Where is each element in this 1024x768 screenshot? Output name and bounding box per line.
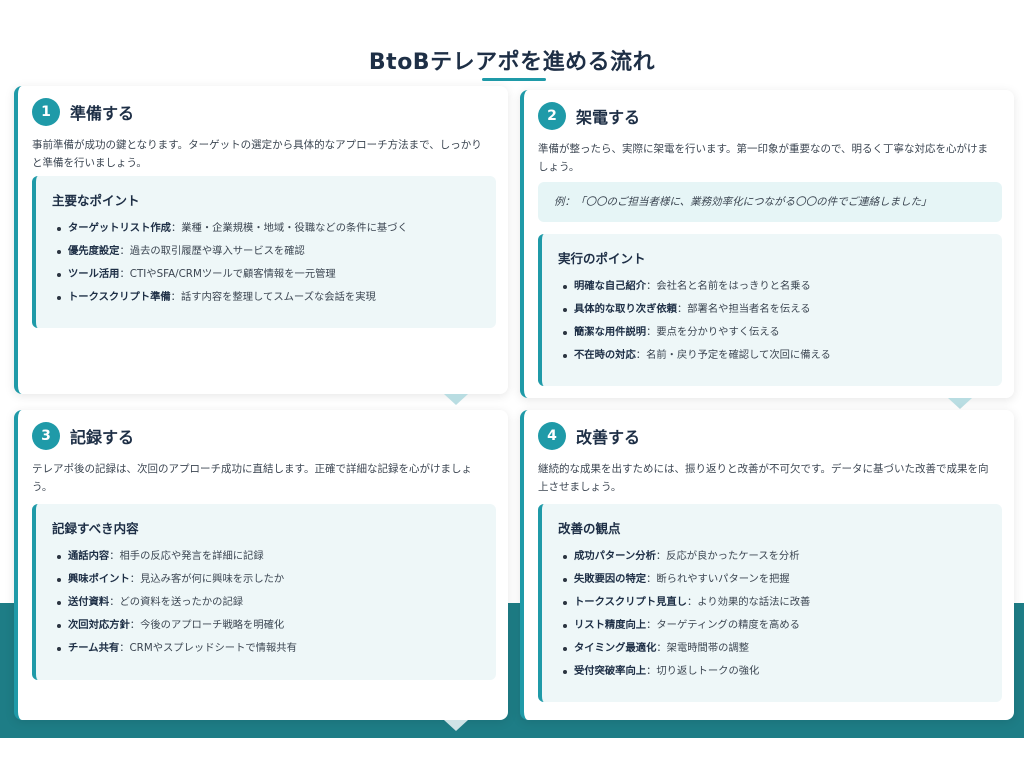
point-key: 簡潔な用件説明	[574, 326, 647, 338]
key-points-box: 改善の観点 成功パターン分析：反応が良かったケースを分析 失敗要因の特定：断られ…	[538, 504, 1002, 702]
key-points-box: 主要なポイント ターゲットリスト作成：業種・企業規模・地域・役職などの条件に基づ…	[32, 176, 496, 328]
step-title: 改善する	[576, 428, 641, 447]
list-item: 受付突破率向上：切り返しトークの強化	[558, 660, 986, 683]
point-key: 次回対応方針	[68, 619, 130, 631]
list-item: トークスクリプト見直し：より効果的な話法に改善	[558, 591, 986, 614]
point-key: 成功パターン分析	[574, 550, 656, 562]
step-card-record: 3 記録する テレアポ後の記録は、次回のアプローチ成功に直結します。正確で詳細な…	[14, 410, 508, 720]
step-arrow-down	[444, 394, 468, 405]
point-text: ：要点を分かりやすく伝える	[646, 326, 780, 338]
list-item: 興味ポイント：見込み客が何に興味を示したか	[52, 568, 480, 591]
list-item: 簡潔な用件説明：要点を分かりやすく伝える	[558, 321, 986, 344]
step-card-improve: 4 改善する 継続的な成果を出すためには、振り返りと改善が不可欠です。データに基…	[520, 410, 1014, 720]
list-item: チーム共有：CRMやスプレッドシートで情報共有	[52, 637, 480, 660]
step-header: 3 記録する	[32, 422, 134, 450]
point-key: 優先度設定	[68, 245, 120, 257]
list-item: 具体的な取り次ぎ依頼：部署名や担当者名を伝える	[558, 298, 986, 321]
step-description: テレアポ後の記録は、次回のアプローチ成功に直結します。正確で詳細な記録を心がけま…	[32, 463, 472, 493]
step-number-badge: 1	[32, 98, 60, 126]
step-header: 1 準備する	[32, 98, 134, 126]
point-text: ：CRMやスプレッドシートで情報共有	[119, 642, 297, 654]
step-description: 継続的な成果を出すためには、振り返りと改善が不可欠です。データに基づいた改善で成…	[538, 463, 989, 493]
point-key: リスト精度向上	[574, 619, 647, 631]
point-text: ：過去の取引履歴や導入サービスを確認	[119, 245, 305, 257]
step-header: 2 架電する	[538, 102, 640, 130]
point-text: ：CTIやSFA/CRMツールで顧客情報を一元管理	[119, 268, 336, 280]
point-text: ：見込み客が何に興味を示したか	[129, 573, 285, 585]
point-key: チーム共有	[68, 642, 120, 654]
step-header: 4 改善する	[538, 422, 640, 450]
point-text: ：どの資料を送ったかの記録	[109, 596, 244, 608]
point-key: トークスクリプト準備	[68, 291, 171, 303]
points-list: 成功パターン分析：反応が良かったケースを分析 失敗要因の特定：断られやすいパター…	[558, 545, 986, 683]
point-key: 興味ポイント	[68, 573, 130, 585]
point-key: タイミング最適化	[574, 642, 657, 654]
step-number-badge: 3	[32, 422, 60, 450]
title-underline	[482, 78, 546, 81]
points-list: 通話内容：相手の反応や発言を詳細に記録 興味ポイント：見込み客が何に興味を示した…	[52, 545, 480, 660]
step-title: 準備する	[70, 104, 135, 123]
example-script: 例：「〇〇のご担当者様に、業務効率化につながる〇〇の件でご連絡しました」	[538, 182, 1002, 222]
point-key: ターゲットリスト作成	[68, 222, 171, 234]
step-description: 準備が整ったら、実際に架電を行います。第一印象が重要なので、明るく丁寧な対応を心…	[538, 143, 989, 173]
list-item: リスト精度向上：ターゲティングの精度を高める	[558, 614, 986, 637]
point-text: ：部署名や担当者名を伝える	[676, 303, 811, 315]
point-key: 失敗要因の特定	[574, 573, 647, 585]
list-item: ツール活用：CTIやSFA/CRMツールで顧客情報を一元管理	[52, 263, 480, 286]
list-item: ターゲットリスト作成：業種・企業規模・地域・役職などの条件に基づく	[52, 217, 480, 240]
list-item: 失敗要因の特定：断られやすいパターンを把握	[558, 568, 986, 591]
point-key: 受付突破率向上	[574, 665, 647, 677]
point-key: 不在時の対応	[574, 349, 636, 361]
points-list: 明確な自己紹介：会社名と名前をはっきりと名乗る 具体的な取り次ぎ依頼：部署名や担…	[558, 275, 986, 367]
page-title: BtoBテレアポを進める流れ	[368, 50, 656, 75]
list-item: 送付資料：どの資料を送ったかの記録	[52, 591, 480, 614]
step-description: 事前準備が成功の鍵となります。ターゲットの選定から具体的なアプローチ方法まで、し…	[32, 139, 482, 169]
list-item: 不在時の対応：名前・戻り予定を確認して次回に備える	[558, 344, 986, 367]
point-text: ：話す内容を整理してスムーズな会話を実現	[170, 291, 376, 303]
point-text: ：相手の反応や発言を詳細に記録	[109, 550, 264, 562]
step-number-badge: 4	[538, 422, 566, 450]
points-box-title: 記録すべき内容	[52, 521, 139, 536]
point-text: ：会社名と名前をはっきりと名乗る	[646, 280, 811, 292]
points-box-title: 実行のポイント	[558, 251, 646, 266]
key-points-box: 実行のポイント 明確な自己紹介：会社名と名前をはっきりと名乗る 具体的な取り次ぎ…	[538, 234, 1002, 386]
point-key: ツール活用	[68, 268, 120, 280]
point-key: 送付資料	[68, 596, 110, 608]
point-text: ：より効果的な話法に改善	[686, 596, 811, 608]
point-key: 具体的な取り次ぎ依頼	[574, 303, 677, 315]
point-text: ：業種・企業規模・地域・役職などの条件に基づく	[170, 222, 408, 234]
list-item: 成功パターン分析：反応が良かったケースを分析	[558, 545, 986, 568]
list-item: 通話内容：相手の反応や発言を詳細に記録	[52, 545, 480, 568]
list-item: 明確な自己紹介：会社名と名前をはっきりと名乗る	[558, 275, 986, 298]
point-text: ：断られやすいパターンを把握	[646, 573, 790, 585]
step-card-prepare: 1 準備する 事前準備が成功の鍵となります。ターゲットの選定から具体的なアプロー…	[14, 86, 508, 394]
point-text: ：切り返しトークの強化	[646, 665, 760, 677]
points-box-title: 改善の観点	[558, 521, 621, 536]
step-arrow-down	[444, 720, 468, 731]
list-item: タイミング最適化：架電時間帯の調整	[558, 637, 986, 660]
points-list: ターゲットリスト作成：業種・企業規模・地域・役職などの条件に基づく 優先度設定：…	[52, 217, 480, 309]
points-box-title: 主要なポイント	[52, 193, 140, 208]
point-text: ：反応が良かったケースを分析	[655, 550, 800, 562]
point-key: 明確な自己紹介	[574, 280, 647, 292]
list-item: トークスクリプト準備：話す内容を整理してスムーズな会話を実現	[52, 286, 480, 309]
step-title: 記録する	[70, 428, 135, 447]
point-text: ：今後のアプローチ戦略を明確化	[129, 619, 285, 631]
point-text: ：ターゲティングの精度を高める	[646, 619, 800, 631]
point-text: ：名前・戻り予定を確認して次回に備える	[635, 349, 831, 361]
list-item: 優先度設定：過去の取引履歴や導入サービスを確認	[52, 240, 480, 263]
step-card-call: 2 架電する 準備が整ったら、実際に架電を行います。第一印象が重要なので、明るく…	[520, 90, 1014, 398]
key-points-box: 記録すべき内容 通話内容：相手の反応や発言を詳細に記録 興味ポイント：見込み客が…	[32, 504, 496, 680]
point-key: トークスクリプト見直し	[574, 596, 687, 608]
step-arrow-down	[948, 398, 972, 409]
point-text: ：架電時間帯の調整	[656, 642, 750, 654]
step-number-badge: 2	[538, 102, 566, 130]
point-key: 通話内容	[68, 550, 110, 562]
list-item: 次回対応方針：今後のアプローチ戦略を明確化	[52, 614, 480, 637]
step-title: 架電する	[576, 108, 641, 127]
